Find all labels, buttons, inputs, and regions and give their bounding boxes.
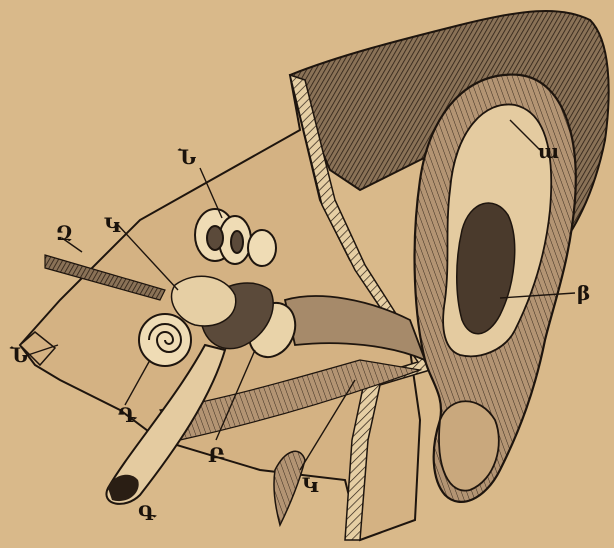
label-stapes: Բ	[208, 443, 225, 467]
label-cochlea: Դ	[118, 403, 138, 427]
label-lower-process: Կ	[302, 473, 319, 497]
label-nose: Ն	[9, 343, 28, 367]
label-inner-left: Կ	[104, 213, 121, 237]
label-beta: β	[577, 281, 590, 305]
label-alpha: ա	[538, 139, 559, 163]
cochlea	[139, 314, 191, 366]
label-tube-end: Գ	[138, 501, 157, 525]
label-outer-left: Զ	[56, 221, 72, 245]
label-top-labyrinth: Ն	[177, 145, 196, 169]
